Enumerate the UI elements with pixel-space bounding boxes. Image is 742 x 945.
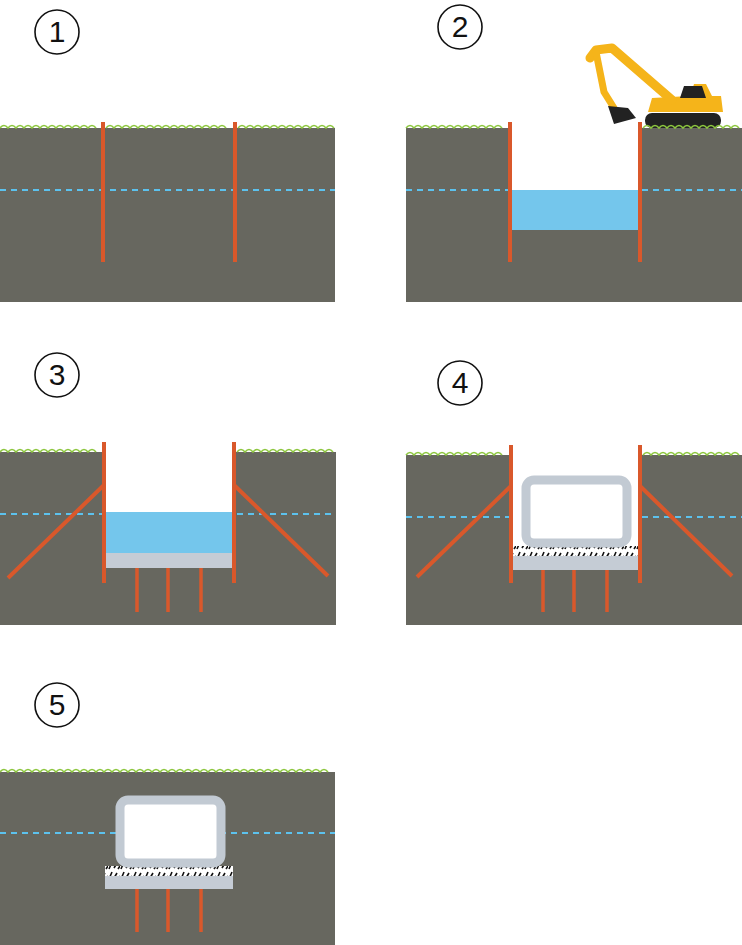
callout-ring [35,353,79,397]
pit [512,453,639,546]
anchor-strut [234,485,328,576]
concrete-slab [512,556,639,570]
sheet-pile [101,122,105,262]
sheet-pile [232,442,236,583]
foundation-pile [199,889,203,932]
anchor-strut [417,486,511,577]
callout-number: 4 [452,368,469,398]
water [512,190,639,230]
groundwater-line [406,516,509,518]
callout-circle: 2 [437,4,483,50]
pit [512,126,639,190]
excavator-cab [680,86,706,98]
excavator [590,48,723,128]
excavator-bucket [608,106,636,124]
pit [105,450,233,512]
sheet-pile [508,122,512,262]
panel-underwater-concrete [0,442,336,625]
foundation-pile [166,889,170,932]
soil [0,772,335,945]
groundwater-line [642,516,742,518]
groundwater-line [406,189,509,191]
soil [0,128,335,302]
panel-excavation [406,48,742,302]
foundation-pile [199,568,203,612]
grass-line [406,126,502,129]
tunnel-element [120,800,221,863]
panel-backfill [0,772,335,945]
sheet-pile [638,445,642,583]
callout-circle: 1 [34,9,80,55]
concrete-slab [105,876,233,889]
grass-line [237,450,333,453]
sheet-pile [233,122,237,262]
foundation-pile [166,568,170,612]
panel-sheet-piles [0,122,335,302]
grass-line [0,770,328,773]
callout-circle: 4 [437,360,483,406]
anchor-strut [640,486,732,576]
callout-number: 3 [49,360,66,390]
foundation-pile [572,570,576,612]
callout-number: 5 [49,690,66,720]
sheet-pile [509,445,513,583]
grass-line [106,126,226,129]
water [105,512,233,553]
callout-ring [438,361,482,405]
anchor-strut [8,485,104,578]
groundwater-line [0,189,335,191]
groundwater-line [642,189,742,191]
grass-line [0,450,96,453]
callout-number: 2 [452,12,469,42]
groundwater-line [237,513,336,515]
excavator-stick [596,52,614,108]
grass-line [0,126,96,129]
foundation-pile [605,570,609,612]
grass-line [643,126,739,129]
soil [406,455,742,625]
panel-tunnel-element [406,445,742,625]
callout-circle: 5 [34,682,80,728]
callout-ring [35,10,79,54]
foundation-pile [135,568,139,612]
foundation-pile [135,889,139,932]
sheet-pile [102,442,106,583]
tunnel-element [526,480,627,543]
grass-line [406,453,502,456]
groundwater-line [0,513,102,515]
grass [0,126,739,773]
callout-ring [35,683,79,727]
sheet-pile [638,122,642,262]
grass-line [643,453,739,456]
callout-circle: 3 [34,352,80,398]
foundation-pile [541,570,545,612]
grass-line [238,126,334,129]
callout-number: 1 [49,17,66,47]
concrete-slab [105,553,233,568]
callout-ring [438,5,482,49]
